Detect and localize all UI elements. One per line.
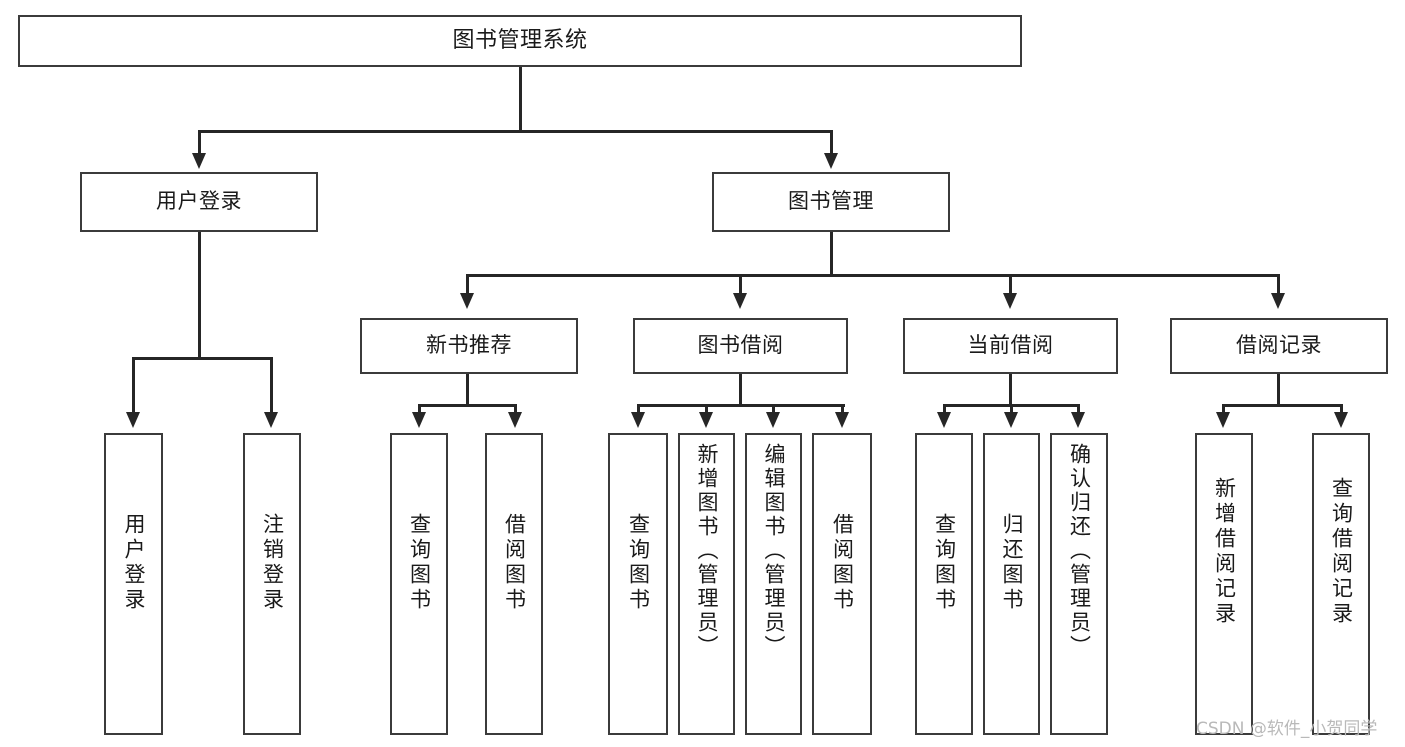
node-leaf-add-book-label: 新增图书（管理员） xyxy=(695,443,719,659)
edge-bm-drop-3 xyxy=(1009,274,1012,296)
arrow-bm-book-borrow xyxy=(733,293,747,309)
node-leaf-query-book-1-label: 查询图书 xyxy=(407,513,432,613)
arrow-nbr-leaf-1 xyxy=(412,412,426,428)
arrow-bb-leaf-3 xyxy=(766,412,780,428)
node-leaf-confirm-return[interactable]: 确认归还（管理员） xyxy=(1050,433,1108,735)
edge-br-stem xyxy=(1277,374,1280,406)
arrow-bm-current-borrow xyxy=(1003,293,1017,309)
edge-cb-drop-2 xyxy=(1010,404,1013,415)
node-current-borrow-label: 当前借阅 xyxy=(967,333,1054,358)
edge-user-login-bus xyxy=(132,357,272,360)
node-leaf-query-book-2[interactable]: 查询图书 xyxy=(608,433,668,735)
edge-bb-drop-3 xyxy=(772,404,775,415)
edge-bm-drop-2 xyxy=(739,274,742,296)
node-book-borrow-label: 图书借阅 xyxy=(697,333,784,358)
node-root-label: 图书管理系统 xyxy=(452,27,588,53)
edge-root-drop-book-manage xyxy=(830,130,833,156)
node-leaf-borrow-book-1-label: 借阅图书 xyxy=(502,513,527,613)
edge-bb-bus xyxy=(637,404,845,407)
edge-cb-stem xyxy=(1009,374,1012,406)
node-new-book-rec-label: 新书推荐 xyxy=(426,333,512,358)
edge-root-bus xyxy=(198,130,832,133)
node-leaf-user-login[interactable]: 用户登录 xyxy=(104,433,163,735)
node-leaf-borrow-book-1[interactable]: 借阅图书 xyxy=(485,433,543,735)
node-leaf-confirm-return-label: 确认归还（管理员） xyxy=(1067,443,1092,659)
arrow-bm-borrow-record xyxy=(1271,293,1285,309)
node-borrow-record[interactable]: 借阅记录 xyxy=(1170,318,1388,374)
arrow-root-user-login xyxy=(192,153,206,169)
node-leaf-query-book-2-label: 查询图书 xyxy=(626,513,651,613)
arrow-cb-leaf-2 xyxy=(1004,412,1018,428)
node-leaf-query-book-3-label: 查询图书 xyxy=(932,513,957,613)
edge-cb-drop-1 xyxy=(943,404,946,415)
arrow-cb-leaf-3 xyxy=(1071,412,1085,428)
edge-nbr-bus xyxy=(418,404,516,407)
edge-bb-drop-1 xyxy=(637,404,640,415)
edge-root-drop-user-login xyxy=(198,130,201,156)
arrow-cb-leaf-1 xyxy=(937,412,951,428)
arrow-user-login-leaf-1 xyxy=(126,412,140,428)
arrow-nbr-leaf-2 xyxy=(508,412,522,428)
node-leaf-query-book-1[interactable]: 查询图书 xyxy=(390,433,448,735)
arrow-br-leaf-2 xyxy=(1334,412,1348,428)
node-leaf-query-record[interactable]: 查询借阅记录 xyxy=(1312,433,1370,735)
edge-cb-drop-3 xyxy=(1077,404,1080,415)
node-leaf-edit-book[interactable]: 编辑图书（管理员） xyxy=(745,433,802,735)
node-root[interactable]: 图书管理系统 xyxy=(18,15,1022,67)
node-leaf-user-login-label: 用户登录 xyxy=(122,513,146,613)
node-borrow-record-label: 借阅记录 xyxy=(1236,333,1322,358)
edge-nbr-drop-2 xyxy=(514,404,517,415)
node-current-borrow[interactable]: 当前借阅 xyxy=(903,318,1118,374)
arrow-root-book-manage xyxy=(824,153,838,169)
edge-user-login-drop-1 xyxy=(132,357,135,415)
node-book-borrow[interactable]: 图书借阅 xyxy=(633,318,848,374)
edge-book-manage-stem xyxy=(830,232,833,276)
node-leaf-user-logout[interactable]: 注销登录 xyxy=(243,433,301,735)
edge-br-drop-2 xyxy=(1340,404,1343,415)
node-leaf-return-book[interactable]: 归还图书 xyxy=(983,433,1040,735)
edge-bm-drop-4 xyxy=(1277,274,1280,296)
node-new-book-rec[interactable]: 新书推荐 xyxy=(360,318,578,374)
edge-br-drop-1 xyxy=(1222,404,1225,415)
edge-nbr-drop-1 xyxy=(418,404,421,415)
edge-user-login-stem xyxy=(198,232,201,359)
node-leaf-borrow-book-2-label: 借阅图书 xyxy=(830,513,855,613)
csdn-watermark: CSDN @软件_小贺同学 xyxy=(1196,719,1378,739)
edge-root-stem xyxy=(519,67,522,132)
node-book-manage-label: 图书管理 xyxy=(788,189,874,214)
node-leaf-query-book-3[interactable]: 查询图书 xyxy=(915,433,973,735)
node-leaf-user-logout-label: 注销登录 xyxy=(260,513,285,613)
node-leaf-query-record-label: 查询借阅记录 xyxy=(1329,477,1354,627)
arrow-br-leaf-1 xyxy=(1216,412,1230,428)
node-book-manage[interactable]: 图书管理 xyxy=(712,172,950,232)
edge-bb-stem xyxy=(739,374,742,406)
node-leaf-return-book-label: 归还图书 xyxy=(1000,513,1024,613)
node-user-login-label: 用户登录 xyxy=(156,189,242,214)
arrow-user-login-leaf-2 xyxy=(264,412,278,428)
arrow-bb-leaf-2 xyxy=(699,412,713,428)
node-leaf-borrow-book-2[interactable]: 借阅图书 xyxy=(812,433,872,735)
edge-user-login-drop-2 xyxy=(270,357,273,415)
node-leaf-edit-book-label: 编辑图书（管理员） xyxy=(762,443,786,659)
edge-br-bus xyxy=(1222,404,1342,407)
edge-bb-drop-4 xyxy=(841,404,844,415)
arrow-bm-new-book-rec xyxy=(460,293,474,309)
node-leaf-add-record-label: 新增借阅记录 xyxy=(1212,477,1237,627)
arrow-bb-leaf-1 xyxy=(631,412,645,428)
edge-book-manage-bus xyxy=(466,274,1280,277)
arrow-bb-leaf-4 xyxy=(835,412,849,428)
edge-bb-drop-2 xyxy=(705,404,708,415)
edge-nbr-stem xyxy=(466,374,469,406)
node-user-login[interactable]: 用户登录 xyxy=(80,172,318,232)
edge-bm-drop-1 xyxy=(466,274,469,296)
node-leaf-add-book[interactable]: 新增图书（管理员） xyxy=(678,433,735,735)
node-leaf-add-record[interactable]: 新增借阅记录 xyxy=(1195,433,1253,735)
